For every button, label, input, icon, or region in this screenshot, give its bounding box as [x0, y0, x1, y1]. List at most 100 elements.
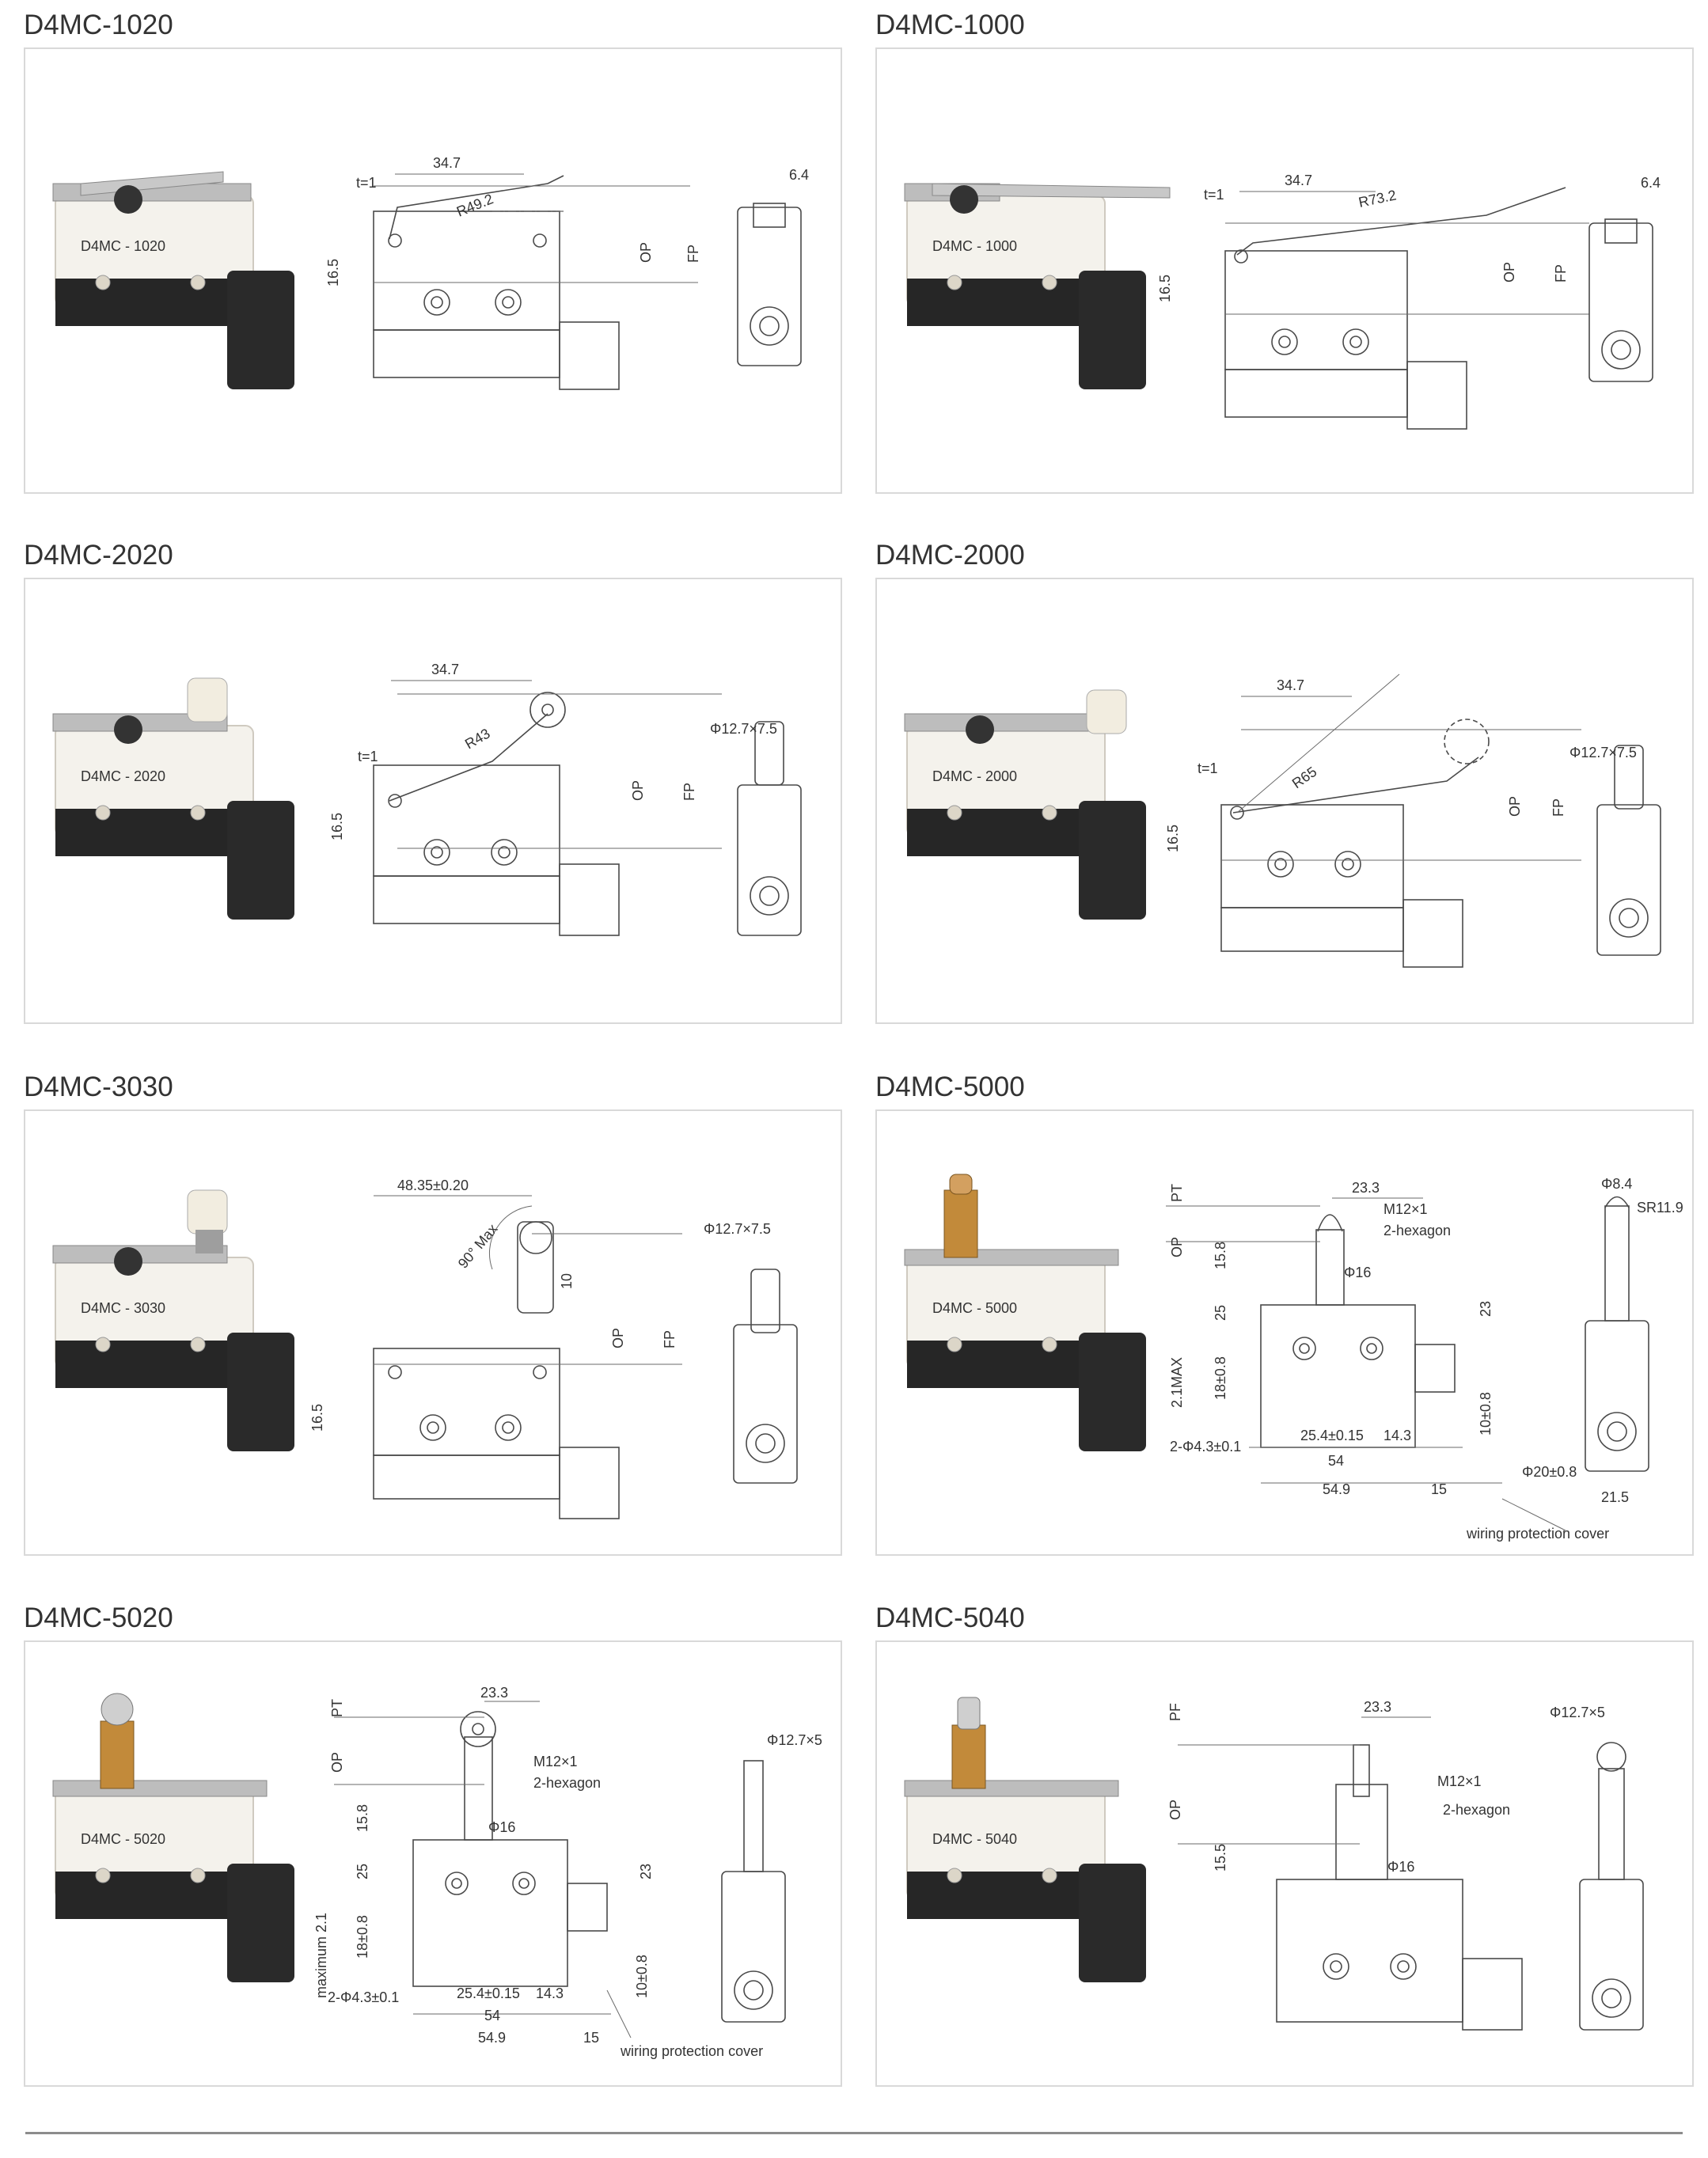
dim-h158: 15.8 — [355, 1804, 370, 1832]
dim-h25: 25 — [355, 1864, 370, 1879]
dim-width: 34.7 — [1285, 173, 1312, 188]
switch-photo: D4MC - 2020 — [52, 677, 294, 920]
dim-w233: 23.3 — [480, 1685, 508, 1701]
product-illustration: D4MC - 2020 t=1 34.7 R43 16.5 OP FP — [52, 662, 802, 936]
dim-radius: R73.2 — [1357, 187, 1398, 210]
dim-w15: 15 — [1431, 1481, 1447, 1497]
svg-text:D4MC - 5020: D4MC - 5020 — [81, 1831, 165, 1847]
dim-hex: 2-hexagon — [1443, 1802, 1510, 1818]
product-illustration: D4MC - 1020 t=1 34.7 R49.2 16.5 OP FP — [52, 155, 809, 390]
dim-width: 34.7 — [433, 155, 461, 171]
dim-width: 34.7 — [1277, 677, 1304, 693]
svg-text:D4MC - 2000: D4MC - 2000 — [932, 768, 1017, 784]
switch-photo: D4MC - 1020 — [52, 171, 294, 389]
dim-holes: 2-Φ4.3±0.1 — [1170, 1439, 1241, 1454]
dim-fp: FP — [681, 783, 697, 801]
product-title: D4MC-5020 — [24, 1602, 173, 1633]
dim-d16: Φ16 — [488, 1819, 515, 1835]
dim-max21: maximum 2.1 — [313, 1913, 329, 1998]
dim-d84: Φ8.4 — [1601, 1176, 1632, 1192]
svg-text:D4MC - 5000: D4MC - 5000 — [932, 1300, 1017, 1316]
dim-w549: 54.9 — [478, 2030, 506, 2046]
product-card: D4MC - 1020 t=1 34.7 R49.2 16.5 OP FP — [24, 47, 842, 494]
dim-height: 16.5 — [1165, 825, 1181, 852]
product-illustration: D4MC - 5020 PT OP 23.3 M12×1 2-hexagon 1… — [52, 1685, 822, 2059]
dim-op: OP — [329, 1752, 345, 1773]
dim-d20: Φ20±0.8 — [1522, 1464, 1577, 1480]
dim-sr: SR11.9 — [1637, 1200, 1683, 1216]
dim-m12: M12×1 — [1383, 1201, 1428, 1217]
dim-w215: 21.5 — [1601, 1489, 1629, 1505]
front-drawing — [373, 1195, 682, 1519]
dim-h10: 10±0.8 — [634, 1955, 650, 1998]
product-illustration: D4MC - 1000 t=1 34.7 R73.2 16.5 OP FP — [904, 173, 1661, 430]
switch-photo: D4MC - 5020 — [52, 1693, 294, 1982]
dim-h23: 23 — [1478, 1301, 1494, 1317]
dim-height: 16.5 — [309, 1404, 325, 1432]
side-drawing — [1588, 218, 1653, 382]
dim-d16: Φ16 — [1387, 1859, 1414, 1875]
dim-width: 48.35±0.20 — [397, 1178, 469, 1193]
side-drawing — [1596, 745, 1661, 956]
dim-side: Φ12.7×5 — [767, 1732, 822, 1748]
dim-op: OP — [630, 780, 646, 801]
dim-fp: FP — [1553, 264, 1569, 283]
switch-photo: D4MC - 3030 — [52, 1189, 294, 1451]
dim-side: 6.4 — [789, 167, 809, 183]
dim-op: OP — [1169, 1237, 1185, 1257]
front-drawing — [1178, 1716, 1523, 2031]
product-title: D4MC-1000 — [875, 9, 1025, 40]
dim-op: OP — [638, 242, 654, 263]
dim-w549: 54.9 — [1323, 1481, 1350, 1497]
dim-holes: 2-Φ4.3±0.1 — [328, 1989, 399, 2005]
dim-height: 16.5 — [329, 813, 345, 840]
svg-text:D4MC - 1000: D4MC - 1000 — [932, 238, 1017, 254]
dim-side: Φ12.7×5 — [1550, 1705, 1605, 1720]
product-card: D4MC - 2020 t=1 34.7 R43 16.5 OP FP — [24, 578, 842, 1024]
dim-w233: 23.3 — [1352, 1180, 1380, 1196]
dim-radius: R65 — [1289, 764, 1320, 791]
side-drawing — [721, 1760, 786, 2023]
dim-op: OP — [610, 1328, 626, 1348]
dim-w233: 23.3 — [1364, 1699, 1391, 1715]
product-title: D4MC-5000 — [875, 1071, 1025, 1102]
svg-text:D4MC - 1020: D4MC - 1020 — [81, 238, 165, 254]
dim-fp: FP — [685, 245, 701, 263]
dim-w143: 14.3 — [536, 1985, 564, 2001]
product-title: D4MC-5040 — [875, 1602, 1025, 1633]
product-card: D4MC - 5020 PT OP 23.3 M12×1 2-hexagon 1… — [24, 1640, 842, 2087]
dim-h18: 18±0.8 — [1213, 1356, 1228, 1400]
product-card: D4MC - 1000 t=1 34.7 R73.2 16.5 OP FP — [875, 47, 1694, 494]
dim-h23: 23 — [638, 1864, 654, 1879]
dim-h10: 10±0.8 — [1478, 1392, 1494, 1436]
product-title: D4MC-3030 — [24, 1071, 173, 1102]
dim-h155: 15.5 — [1213, 1844, 1228, 1872]
dim-pf: PF — [1167, 1703, 1183, 1721]
dim-thickness: t=1 — [356, 175, 377, 191]
side-drawing — [737, 721, 802, 936]
side-drawing — [733, 1269, 798, 1484]
dim-pt: PT — [329, 1699, 345, 1717]
dim-op: OP — [1507, 796, 1523, 817]
dim-w254: 25.4±0.15 — [457, 1985, 520, 2001]
dim-w54: 54 — [484, 2008, 500, 2023]
product-card: D4MC - 5040 PF OP 23.3 M12×1 2-hexagon 1… — [875, 1640, 1694, 2087]
dim-fp: FP — [662, 1330, 678, 1348]
product-card: D4MC - 5000 PT OP 23.3 M12×1 2-hexagon — [875, 1109, 1694, 1556]
dim-cover: wiring protection cover — [1466, 1526, 1609, 1542]
front-drawing — [1224, 187, 1589, 430]
dim-width: 34.7 — [431, 662, 459, 677]
product-card: D4MC - 2000 t=1 34.7 R65 16.5 OP FP — [875, 578, 1694, 1024]
dim-w254: 25.4±0.15 — [1300, 1428, 1364, 1443]
product-title: D4MC-2000 — [875, 540, 1025, 571]
dim-m12: M12×1 — [1437, 1773, 1482, 1789]
dim-w54: 54 — [1328, 1453, 1344, 1469]
dim-side: Φ12.7×7.5 — [710, 721, 777, 737]
svg-text:D4MC - 5040: D4MC - 5040 — [932, 1831, 1017, 1847]
dim-thickness: t=1 — [1204, 187, 1224, 203]
dim-w143: 14.3 — [1383, 1428, 1411, 1443]
dim-h18: 18±0.8 — [355, 1915, 370, 1959]
front-drawing — [1220, 673, 1581, 968]
switch-photo: D4MC - 2000 — [904, 689, 1146, 920]
dim-ten: 10 — [559, 1273, 575, 1289]
